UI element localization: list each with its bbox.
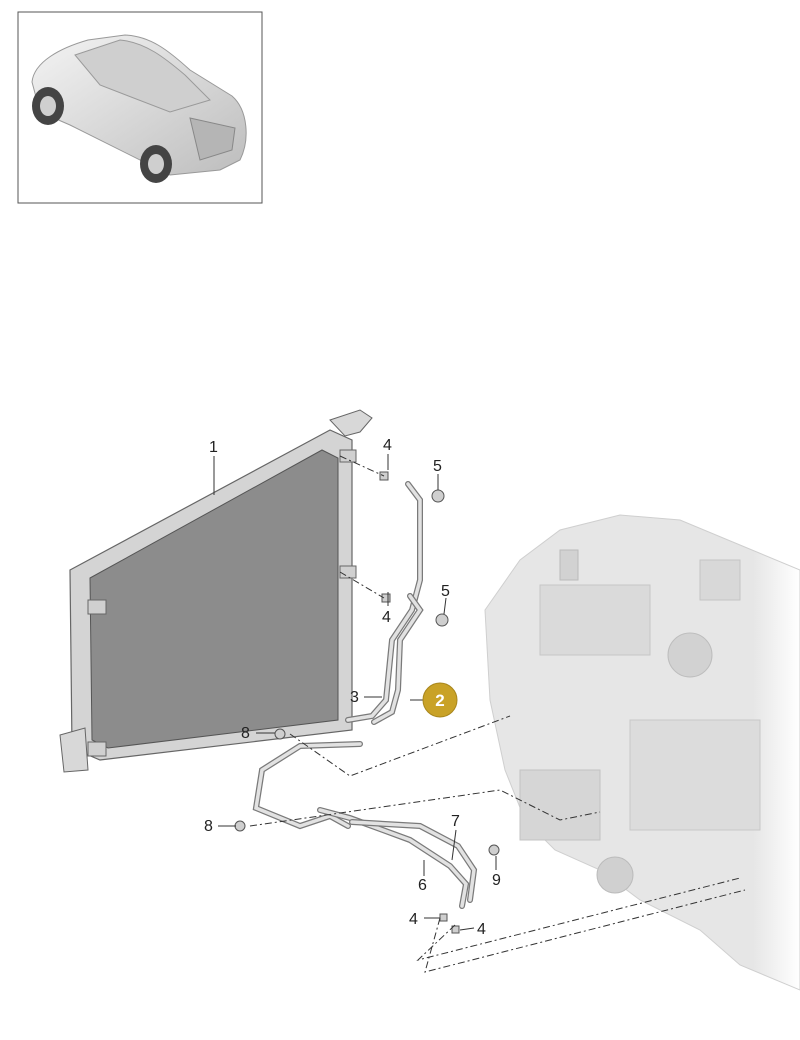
assembly-lines [249, 455, 746, 973]
callout-9: 9 [492, 872, 501, 889]
callout-6: 6 [418, 877, 427, 894]
callout-1: 1 [209, 439, 218, 456]
callout-4-lower-left: 4 [409, 911, 418, 928]
callout-8-lower: 8 [204, 818, 213, 835]
callout-2: 2 [435, 691, 444, 710]
callout-7: 7 [451, 813, 460, 830]
callout-labels: 1 4 5 4 5 3 8 8 7 6 9 4 4 [204, 437, 501, 938]
callout-3: 3 [350, 689, 359, 706]
callout-5-middle: 5 [441, 583, 450, 600]
callout-8-upper: 8 [241, 725, 250, 742]
callout-5-top: 5 [433, 458, 442, 475]
radiator [59, 409, 373, 773]
part-2-badge[interactable]: 2 [422, 682, 458, 718]
callout-4-lower-right: 4 [477, 921, 486, 938]
callout-4-top: 4 [383, 437, 392, 454]
cooling-lines [252, 481, 478, 909]
engine-block [484, 514, 800, 991]
car-suv-icon [31, 34, 247, 183]
vehicle-thumbnail [17, 11, 263, 204]
callout-4-middle: 4 [382, 609, 391, 626]
fasteners [234, 471, 500, 934]
